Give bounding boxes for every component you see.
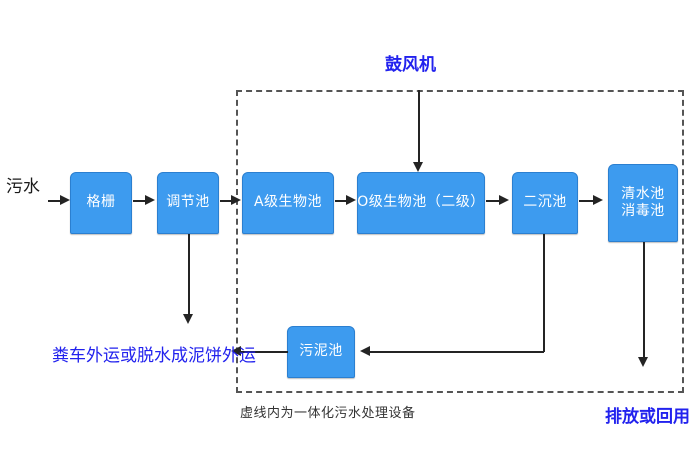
arrow-regulating-to-a-stage — [231, 194, 241, 205]
node-secondary-settling-tank-label: 二沉池 — [523, 194, 567, 211]
node-clearwater-disinfection-tank[interactable]: 清水池 消毒池 — [608, 164, 678, 242]
node-sludge-tank[interactable]: 污泥池 — [287, 326, 355, 378]
arrow-regulating-to-outlet — [182, 314, 193, 324]
node-secondary-settling-tank[interactable]: 二沉池 — [512, 172, 578, 234]
sludge-outlet-label: 粪车外运或脱水成泥饼外运 — [52, 346, 256, 366]
connector-inlet-to-grille — [48, 200, 62, 202]
discharge-label: 排放或回用 — [605, 407, 690, 427]
arrow-grille-to-regulating — [145, 194, 155, 205]
arrow-clearwater-to-discharge — [637, 357, 648, 367]
node-regulating-tank-label: 调节池 — [166, 194, 210, 211]
arrow-secondary-to-sludge — [360, 345, 370, 356]
connector-clearwater-to-discharge — [643, 242, 645, 360]
arrow-inlet-to-grille — [60, 194, 70, 205]
node-o-stage-bio-tank-label: O级生物池（二级） — [357, 194, 485, 211]
node-grille-label: 格栅 — [86, 194, 116, 211]
connector-o-stage-to-secondary — [486, 200, 500, 202]
arrow-o-stage-to-secondary — [499, 194, 509, 205]
connector-secondary-to-clearwater — [579, 200, 594, 202]
node-grille[interactable]: 格栅 — [70, 172, 132, 234]
node-o-stage-bio-tank[interactable]: O级生物池（二级） — [357, 172, 485, 234]
node-a-stage-bio-tank-label: A级生物池 — [253, 194, 323, 211]
blower-label: 鼓风机 — [385, 55, 436, 75]
arrow-secondary-to-clearwater — [593, 194, 603, 205]
arrow-a-stage-to-o-stage — [346, 194, 356, 205]
connector-blower-to-o-stage — [418, 90, 420, 166]
node-regulating-tank[interactable]: 调节池 — [157, 172, 219, 234]
arrow-blower-to-o-stage — [412, 162, 423, 172]
connector-secondary-to-sludge-horizontal — [369, 351, 544, 353]
node-clearwater-label: 清水池 — [621, 185, 665, 202]
connector-grille-to-regulating — [133, 200, 146, 202]
connector-regulating-to-outlet — [188, 234, 190, 316]
connector-sludge-to-outlet — [240, 351, 288, 353]
equipment-caption: 虚线内为一体化污水处理设备 — [240, 406, 416, 421]
node-a-stage-bio-tank[interactable]: A级生物池 — [242, 172, 334, 234]
connector-secondary-to-sludge-vertical — [543, 234, 545, 352]
node-sludge-tank-label: 污泥池 — [299, 343, 343, 360]
connector-regulating-to-a-stage — [220, 200, 233, 202]
connector-a-stage-to-o-stage — [335, 200, 347, 202]
arrow-sludge-to-outlet — [231, 345, 241, 356]
inlet-label: 污水 — [6, 177, 40, 197]
node-disinfection-label: 消毒池 — [621, 203, 665, 219]
integrated-equipment-boundary — [236, 90, 684, 393]
